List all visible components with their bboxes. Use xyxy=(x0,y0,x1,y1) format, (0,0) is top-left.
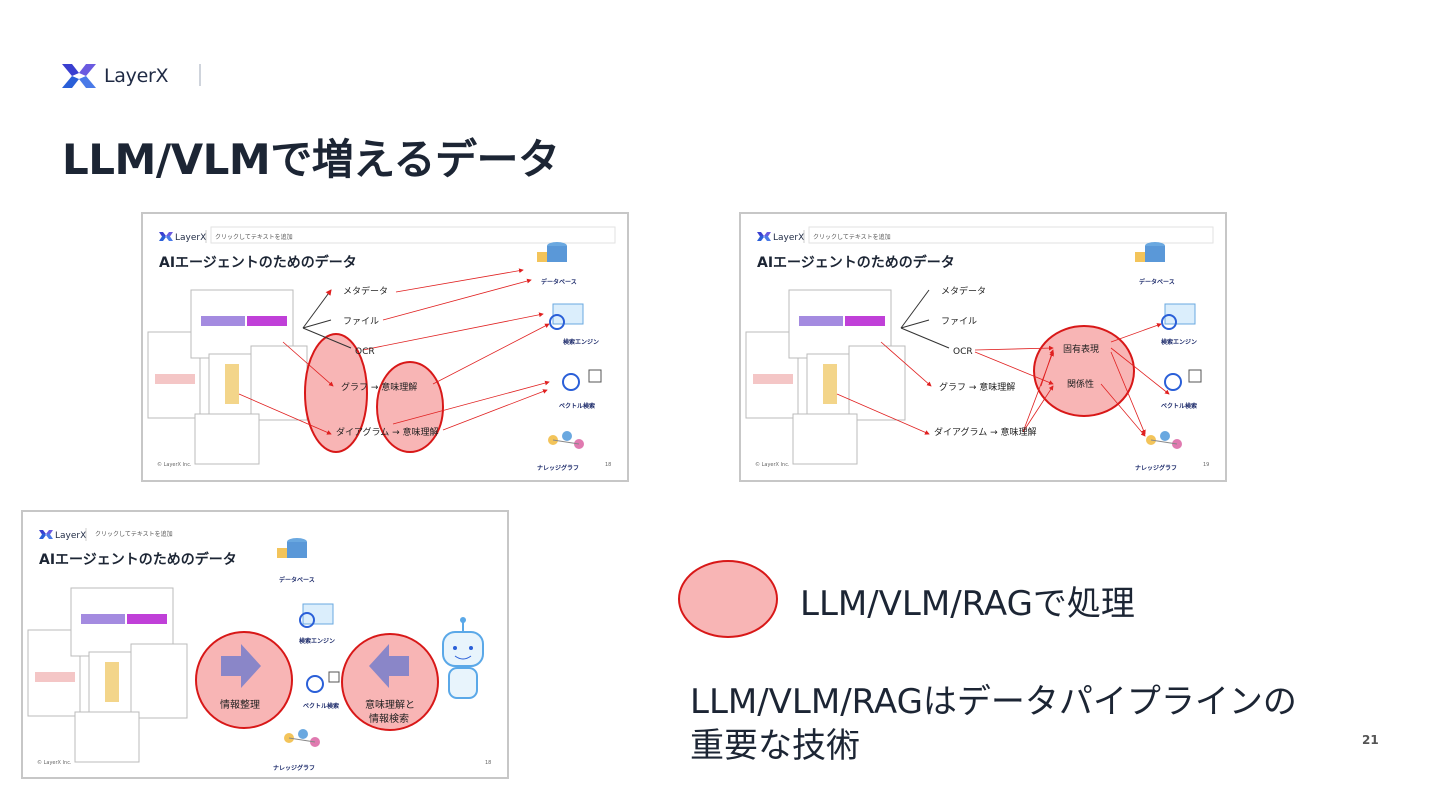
vector-search-icon xyxy=(562,369,602,391)
mini-placeholder: クリックしてテキストを追加 xyxy=(215,233,293,241)
mini-logo-text: LayerX xyxy=(175,233,206,243)
label-semantic-1: 意味理解と xyxy=(365,698,415,711)
vector-search-icon xyxy=(1164,369,1202,391)
layerx-logo-icon xyxy=(62,64,96,88)
label-file: ファイル xyxy=(343,317,379,327)
layerx-logo: LayerX xyxy=(62,60,212,92)
mini-logo-icon xyxy=(159,232,173,241)
search-engine-icon xyxy=(299,603,334,628)
slide-thumbnail-18-b: LayerX クリックしてテキストを追加 AIエージェントのためのデータ 情報整… xyxy=(21,510,509,779)
target-vector-search: ベクトル検索 xyxy=(1161,402,1197,410)
slide-thumbnail-18-a: LayerX クリックしてテキストを追加 AIエージェントのためのデータ xyxy=(141,212,629,482)
summary-line-1: LLM/VLM/RAGはデータパイプラインの xyxy=(690,682,1297,722)
mini-logo-text: LayerX xyxy=(55,531,86,541)
mini-placeholder: クリックしてテキストを追加 xyxy=(95,530,173,538)
label-graph: グラフ → 意味理解 xyxy=(341,381,417,393)
slide-thumbnail-19: LayerX クリックしてテキストを追加 AIエージェントのためのデータ xyxy=(739,212,1227,482)
robot-icon xyxy=(442,617,484,699)
summary-text: LLM/VLM/RAGはデータパイプラインの 重要な技術 xyxy=(690,680,1330,768)
legend-ellipse xyxy=(678,560,778,638)
target-database: データベース xyxy=(279,576,315,584)
label-diagram: ダイアグラム → 意味理解 xyxy=(934,426,1037,438)
arrow-left-icon xyxy=(369,644,409,688)
label-info-organize: 情報整理 xyxy=(220,698,260,711)
document-thumbnails xyxy=(745,289,906,465)
mini-logo-icon xyxy=(39,530,53,539)
header-divider xyxy=(199,64,201,86)
mini-footer: © LayerX Inc. xyxy=(157,461,192,468)
summary-line-2: 重要な技術 xyxy=(690,726,860,766)
mini-logo-text: LayerX xyxy=(773,233,804,243)
label-metadata: メタデータ xyxy=(343,285,388,297)
vector-search-icon xyxy=(306,671,340,693)
llm-processing-ellipse-2 xyxy=(376,361,444,453)
label-graph: グラフ → 意味理解 xyxy=(939,381,1015,393)
knowledge-graph-icon xyxy=(548,431,584,449)
page-number: 21 xyxy=(1362,733,1379,747)
target-knowledge-graph: ナレッジグラフ xyxy=(537,464,579,472)
label-ocr: OCR xyxy=(953,347,973,357)
label-semantic-2: 情報検索 xyxy=(369,712,409,725)
page-title: LLM/VLMで増えるデータ xyxy=(62,135,560,184)
document-thumbnails xyxy=(27,587,188,763)
mini-logo-icon xyxy=(757,232,771,241)
logo-wordmark: LayerX xyxy=(104,65,169,87)
mini-footer: © LayerX Inc. xyxy=(37,759,72,766)
target-vector-search: ベクトル検索 xyxy=(303,702,339,710)
target-knowledge-graph: ナレッジグラフ xyxy=(1135,464,1177,472)
knowledge-graph-icon xyxy=(284,729,320,747)
label-named-entity: 固有表現 xyxy=(1063,343,1099,355)
target-search-engine: 検索エンジン xyxy=(299,637,335,645)
semantic-search-circle xyxy=(341,633,439,731)
mini-page-number: 19 xyxy=(1203,462,1209,468)
mini-page-number: 18 xyxy=(605,462,611,468)
database-icon xyxy=(537,242,567,262)
mini-page-number: 18 xyxy=(485,760,491,766)
database-icon xyxy=(277,538,307,558)
knowledge-graph-icon xyxy=(1146,431,1182,449)
target-knowledge-graph: ナレッジグラフ xyxy=(273,764,315,772)
mini-slide-title: AIエージェントのためのデータ xyxy=(757,254,955,271)
arrow-right-icon xyxy=(221,644,261,688)
target-database: データベース xyxy=(541,278,577,286)
llm-processing-ellipse-1 xyxy=(304,333,368,453)
label-ocr: OCR xyxy=(355,347,375,357)
legend-label: LLM/VLM/RAGで処理 xyxy=(800,584,1135,624)
search-engine-icon xyxy=(1161,303,1196,330)
label-file: ファイル xyxy=(941,317,977,327)
mini-slide-title: AIエージェントのためのデータ xyxy=(159,254,357,271)
label-metadata: メタデータ xyxy=(941,285,986,297)
target-search-engine: 検索エンジン xyxy=(1161,338,1197,346)
mini-footer: © LayerX Inc. xyxy=(755,461,790,468)
label-diagram: ダイアグラム → 意味理解 xyxy=(336,426,439,438)
database-icon xyxy=(1135,242,1165,262)
mini-placeholder: クリックしてテキストを追加 xyxy=(813,233,891,241)
target-search-engine: 検索エンジン xyxy=(563,338,599,346)
target-vector-search: ベクトル検索 xyxy=(559,402,595,410)
label-relation: 関係性 xyxy=(1067,378,1094,390)
document-thumbnails xyxy=(147,289,308,465)
target-database: データベース xyxy=(1139,278,1175,286)
search-engine-icon xyxy=(549,303,584,330)
mini-slide-title: AIエージェントのためのデータ xyxy=(39,551,237,568)
